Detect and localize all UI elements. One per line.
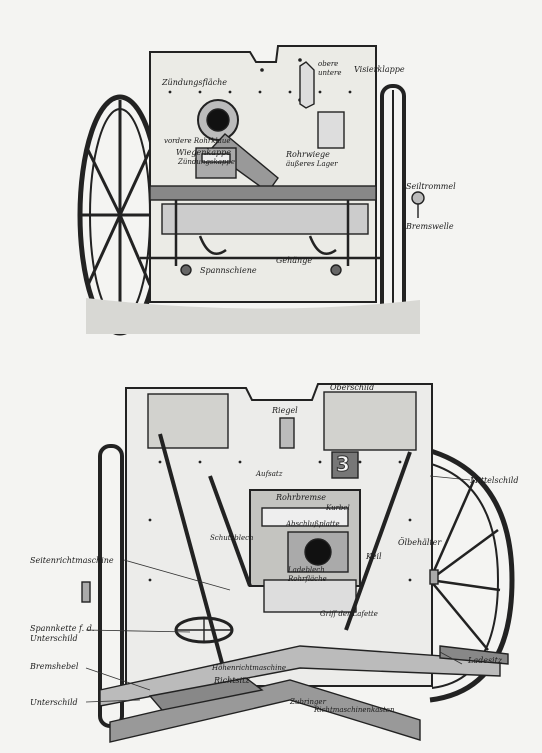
bottom-shield <box>125 383 433 687</box>
label-unterschild-b: Unterschild <box>30 698 78 707</box>
label-keil: Keil <box>366 552 382 561</box>
label-wiegenkappe: Wiegenkappe <box>176 148 231 157</box>
label-ladesitz: Ladesitz <box>468 656 503 665</box>
riegel-part <box>279 417 295 449</box>
label-seitenrichtmaschine: Seitenrichtmaschine <box>30 556 114 565</box>
label-olbehalter: Ölbehälter <box>398 538 442 547</box>
label-visierklappe: Visierklappe <box>354 65 405 74</box>
label-schutzblech: Schutzblech <box>210 534 254 542</box>
left-wheel-spokes <box>82 100 158 330</box>
axle <box>149 185 377 201</box>
muzzle-bore <box>206 108 230 132</box>
handwheel <box>174 616 234 644</box>
label-unterschild-a: Unterschild <box>30 634 78 643</box>
gun-number-numeral: 3 <box>336 452 351 477</box>
upper-shield-panel-right <box>323 391 417 451</box>
shield-rivets <box>168 58 352 102</box>
label-zubringer: Zubringer <box>290 698 326 706</box>
label-spannkette: Spannkette f. d. <box>30 624 95 633</box>
label-riegel: Riegel <box>272 406 298 415</box>
label-mittelschild: Mittelschild <box>470 476 519 485</box>
ground <box>86 298 420 334</box>
label-rohrflache: Rohrfläche <box>288 575 327 583</box>
label-gehange: Gehänge <box>276 256 313 265</box>
cable-drum <box>411 191 425 205</box>
label-griff-der-lafette: Griff der Lafette <box>320 610 378 618</box>
upper-shield-panel-left <box>147 393 229 449</box>
label-zundungskappe: Zündungskappe <box>178 158 235 166</box>
cradle <box>195 147 237 179</box>
label-richtsitz: Richtsitz <box>214 676 250 685</box>
label-vordere-rohrklaue: vordere Rohrklaue <box>164 137 231 145</box>
label-kurbel: Kurbel <box>326 504 350 512</box>
label-rohrwiege: Rohrwiege <box>286 150 330 159</box>
breech-bore <box>304 538 332 566</box>
label-abschlussplatte: Abschlußplatte <box>286 520 340 528</box>
label-aufsatz: Aufsatz <box>256 470 283 478</box>
label-spannschiene: Spannschiene <box>200 266 257 275</box>
label-aussenlager: äußeres Lager <box>286 160 338 168</box>
label-untere: untere <box>318 69 342 77</box>
label-obere: obere <box>318 60 339 68</box>
label-oberschild: Oberschild <box>330 383 375 392</box>
trail-beams <box>99 645 501 707</box>
label-richtmaschinenkasten: Richtmaschinenkasten <box>314 706 395 714</box>
label-seiltrommel: Seiltrommel <box>406 182 456 191</box>
label-rohrbremse: Rohrbremse <box>276 493 326 502</box>
top-figure-drawing <box>77 45 425 336</box>
sight-flap <box>299 61 315 109</box>
label-hohenrichtmaschine: Höhenrichtmaschine <box>212 664 287 672</box>
label-ladeblech: Ladeblech <box>288 566 325 574</box>
label-bremswelle: Bremswelle <box>406 222 454 231</box>
label-zundungsflache: Zündungsfläche <box>162 78 227 87</box>
label-bremshebel: Bremshebel <box>30 662 79 671</box>
bottom-left-wheel <box>98 444 124 728</box>
